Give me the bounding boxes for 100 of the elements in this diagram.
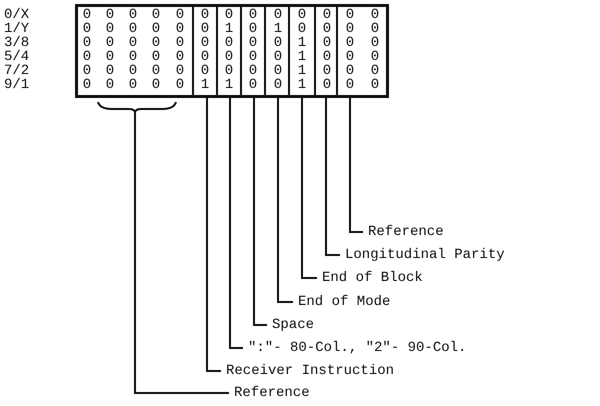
punch-digit: 0 [370,77,380,93]
punch-digit: 0 [224,35,234,51]
punch-digit: 0 [82,77,92,93]
punch-digit: 1 [224,77,234,93]
punch-digit: 0 [176,21,184,37]
punch-digit: 0 [224,7,234,23]
punch-digit: 0 [106,77,114,93]
punch-digit: 1 [298,35,306,51]
callout-text: Longitudinal Parity [345,247,505,263]
leader-line [253,98,267,326]
punch-digit: 0 [128,77,138,93]
punch-digit: 0 [106,7,114,23]
leader-line [97,101,230,394]
punch-digit: 0 [82,49,92,65]
leader-line [229,98,243,349]
row-label: 1/Y [4,21,30,37]
callout-text: Receiver Instruction [226,363,394,379]
punch-digit: 0 [128,7,138,23]
punch-digit: 0 [370,49,380,65]
punch-digit: 0 [274,63,282,79]
leader-line [277,98,293,303]
punch-digit: 0 [106,35,114,51]
punch-digit: 0 [200,7,210,23]
punch-digit: 1 [298,63,306,79]
punch-digit: 0 [248,63,258,79]
punch-digit: 0 [152,49,160,65]
punch-digit: 0 [176,77,184,93]
leader-line [301,98,317,279]
punch-digit: 0 [248,21,258,37]
punch-digit: 0 [274,77,282,93]
leader-line [206,98,221,372]
punch-digit: 0 [346,77,354,93]
leader-line [325,98,340,256]
punch-digit: 0 [322,21,332,37]
punch-digit: 0 [248,49,258,65]
punch-digit: 0 [106,21,114,37]
punch-digit: 0 [370,21,380,37]
punch-digit: 0 [346,7,354,23]
row-label: 0/X [4,7,30,23]
punch-digit: 0 [106,63,114,79]
punch-digit: 0 [322,7,332,23]
punch-digit: 0 [200,63,210,79]
punch-digit: 0 [298,7,306,23]
punch-digit: 0 [152,7,160,23]
callout-text: Space [272,317,314,333]
punch-digit: 0 [224,49,234,65]
punch-digit: 0 [370,35,380,51]
card-column-section [242,4,266,98]
punch-digit: 0 [128,35,138,51]
row-label: 5/4 [4,49,30,65]
punch-digit: 0 [176,49,184,65]
punch-digit: 0 [152,21,160,37]
punch-digit: 0 [82,63,92,79]
punch-digit: 1 [298,49,306,65]
card-column-section [266,4,290,98]
leader-line [349,98,363,233]
punch-digit: 0 [106,49,114,65]
punch-digit: 0 [224,63,234,79]
punch-digit: 1 [298,77,306,93]
card-column-section [338,4,389,98]
row-label: 9/1 [4,77,30,93]
punch-digit: 0 [128,21,138,37]
punch-digit: 0 [176,7,184,23]
callout-text: End of Block [322,270,423,286]
punch-digit: 0 [200,35,210,51]
punch-digit: 0 [200,49,210,65]
punch-digit: 0 [128,63,138,79]
callout-text: Reference [234,385,310,401]
punch-digit: 0 [370,7,380,23]
punch-digit: 0 [176,35,184,51]
card-column-section [194,4,218,98]
punch-digit: 0 [82,35,92,51]
row-label: 3/8 [4,35,30,51]
punch-digit: 0 [82,7,92,23]
punch-digit: 0 [298,21,306,37]
row-label: 7/2 [4,63,30,79]
punch-digit: 0 [274,49,282,65]
punch-digit: 1 [224,21,234,37]
punch-digit: 0 [322,63,332,79]
callout-text: End of Mode [298,294,390,310]
card-column-section [316,4,338,98]
callout-text: Reference [368,224,444,240]
card-column-section [218,4,242,98]
punch-digit: 0 [346,21,354,37]
punch-digit: 0 [274,7,282,23]
card-column-section [290,4,316,98]
punch-digit: 0 [322,77,332,93]
punch-digit: 0 [152,77,160,93]
punch-digit: 1 [200,77,210,93]
punch-digit: 0 [82,21,92,37]
punch-digit: 0 [128,49,138,65]
punch-digit: 0 [370,63,380,79]
card-column-section [75,4,194,98]
punch-digit: 0 [346,63,354,79]
punch-digit: 0 [248,7,258,23]
punch-digit: 0 [248,77,258,93]
punch-digit: 0 [152,63,160,79]
punch-digit: 0 [248,35,258,51]
punch-digit: 0 [346,35,354,51]
punch-digit: 0 [200,21,210,37]
